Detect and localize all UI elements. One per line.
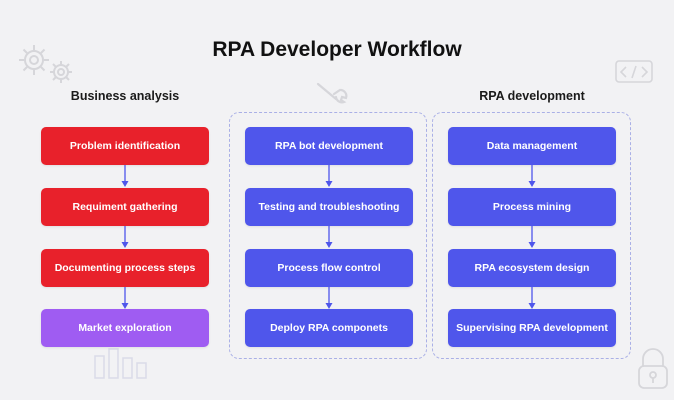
step-supervising-rpa-development: Supervising RPA development: [448, 309, 616, 347]
arrow-down-icon: [325, 165, 333, 187]
step-testing-and-troubleshooting: Testing and troubleshooting: [245, 188, 413, 226]
arrow-down-icon: [121, 165, 129, 187]
column-heading-business-analysis: Business analysis: [70, 89, 180, 103]
arrow-down-icon: [121, 226, 129, 248]
wrench-icon: [316, 82, 348, 104]
step-process-flow-control: Process flow control: [245, 249, 413, 287]
arrow-down-icon: [528, 287, 536, 309]
step-documenting-process-steps: Documenting process steps: [41, 249, 209, 287]
step-data-management: Data management: [448, 127, 616, 165]
gears-icon: [19, 45, 72, 83]
step-deploy-rpa-components: Deploy RPA componets: [245, 309, 413, 347]
arrow-down-icon: [528, 165, 536, 187]
page-title: RPA Developer Workflow: [212, 38, 462, 61]
arrow-down-icon: [325, 226, 333, 248]
code-tag-icon: [615, 60, 653, 83]
arrow-down-icon: [325, 287, 333, 309]
step-requirement-gathering: Requiment gathering: [41, 188, 209, 226]
step-rpa-ecosystem-design: RPA ecosystem design: [448, 249, 616, 287]
padlock-icon: [638, 348, 668, 389]
step-process-mining: Process mining: [448, 188, 616, 226]
column-heading-rpa-development: RPA development: [479, 89, 585, 103]
arrow-down-icon: [528, 226, 536, 248]
step-market-exploration: Market exploration: [41, 309, 209, 347]
group-container-right: [432, 112, 631, 359]
group-container-middle: [229, 112, 427, 359]
arrow-down-icon: [121, 287, 129, 309]
step-problem-identification: Problem identification: [41, 127, 209, 165]
step-rpa-bot-development: RPA bot development: [245, 127, 413, 165]
bar-chart-icon: [94, 348, 147, 379]
